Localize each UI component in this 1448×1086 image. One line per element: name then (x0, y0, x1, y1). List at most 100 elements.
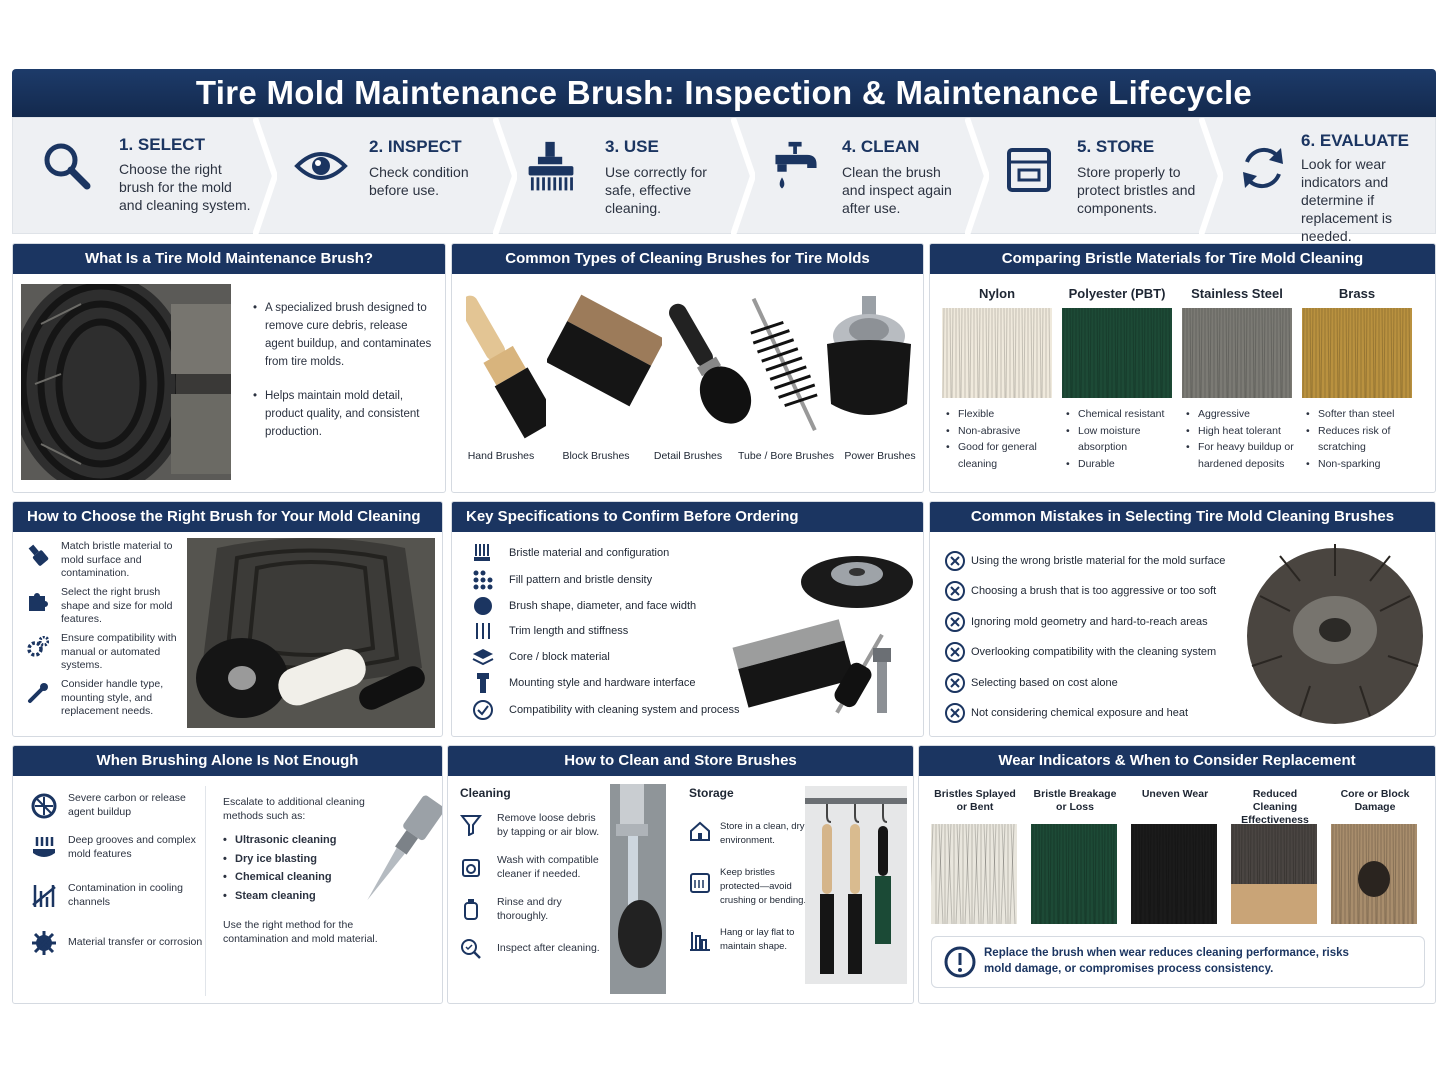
method-note: Use the right method for the contaminati… (223, 919, 378, 945)
not-enough-text: Deep grooves and complex mold features (68, 834, 196, 860)
storage-step: Keep bristles protected—avoid crushing o… (720, 867, 807, 906)
magnifier-icon (44, 143, 91, 190)
step-evaluate: 6. EVALUATE Look for wear indicators and… (1235, 118, 1425, 244)
bullet-text: Helps maintain mold detail, product qual… (253, 387, 438, 441)
panel-what-is: What Is a Tire Mold Maintenance Brush? A… (12, 243, 446, 493)
panel-heading: How to Choose the Right Brush for Your M… (13, 502, 442, 555)
panel-brushing-not-enough: When Brushing Alone Is Not Enough Severe… (12, 745, 443, 1004)
choose-text: Select the right brush shape and size fo… (61, 586, 173, 625)
circle-icon (474, 597, 492, 615)
spec-text: Fill pattern and bristle density (509, 574, 653, 586)
divider (205, 786, 206, 996)
material-point: Softer than steel (1306, 406, 1416, 423)
bristle-swatch (1302, 308, 1412, 398)
material-name: Brass (1338, 286, 1376, 301)
step-use: 3. USE Use correctly for safe, effective… (523, 118, 743, 235)
x-circle-icon (945, 673, 965, 693)
wear-label: Bristle Breakage or Loss (1033, 788, 1117, 813)
protect-icon (690, 873, 710, 893)
wear-sample-image (1131, 824, 1217, 924)
exclamation-icon (944, 946, 976, 978)
page-title: Tire Mold Maintenance Brush: Inspection … (12, 69, 1436, 117)
x-circle-icon (945, 551, 965, 571)
x-circle-icon (945, 642, 965, 662)
gears-icon (27, 636, 49, 657)
material-point: High heat tolerant (1186, 423, 1296, 440)
mold-brushes-image (187, 538, 435, 728)
method-item: Steam cleaning (223, 887, 363, 906)
not-enough-text: Contamination in cooling channels (68, 882, 183, 908)
cooling-icon (32, 884, 56, 907)
wear-label: Core or Block Damage (1340, 788, 1410, 813)
material-point: Durable (1066, 456, 1176, 473)
material-point: Reduces risk of scratching (1306, 423, 1416, 456)
method-item: Ultrasonic cleaning (223, 831, 363, 850)
brush-type-label: Power Brushes (844, 450, 916, 462)
block-brush-image (547, 294, 662, 407)
step-text: Choose the right brush for the mold and … (119, 161, 251, 213)
panel-choose-brush: How to Choose the Right Brush for Your M… (12, 501, 443, 737)
method-item: Chemical cleaning (223, 868, 363, 887)
wear-sample-image (1031, 824, 1117, 924)
tube-brush-image (750, 297, 818, 432)
cleaning-step: Inspect after cleaning. (497, 942, 600, 954)
lifecycle-steps: 1. SELECT Choose the right brush for the… (12, 117, 1436, 244)
mistake-text: Ignoring mold geometry and hard-to-reach… (971, 616, 1208, 628)
cleaning-step: Remove loose debris by tapping or air bl… (497, 812, 600, 838)
step-title: 1. SELECT (119, 135, 205, 154)
worn-wire-brush-image (1247, 544, 1423, 724)
mistake-text: Using the wrong bristle material for the… (971, 555, 1226, 567)
panel-heading: Common Mistakes in Selecting Tire Mold C… (930, 502, 1435, 532)
storage-step: Store in a clean, dry environment. (720, 821, 805, 846)
brush-icon (28, 544, 49, 566)
faucet-icon (775, 141, 817, 189)
carbon-icon (31, 793, 57, 818)
brush-type-label: Detail Brushes (653, 450, 723, 462)
panel-heading: Common Types of Cleaning Brushes for Tir… (452, 244, 923, 274)
detail-brush-image (669, 303, 752, 424)
step-text: Store properly to protect bristles and c… (1077, 164, 1196, 216)
step-title: 6. EVALUATE (1301, 131, 1409, 150)
spec-text: Core / block material (509, 651, 610, 663)
cleaning-step: Wash with compatible cleaner if needed. (497, 854, 599, 880)
lines-icon (476, 623, 490, 639)
material-name: Nylon (978, 286, 1016, 301)
chevron-right-icon (731, 118, 755, 235)
mistake-text: Not considering chemical exposure and he… (971, 707, 1189, 719)
step-text: Check condition before use. (369, 164, 469, 198)
check-circle-icon (473, 700, 493, 720)
panel-heading: How to Clean and Store Brushes (448, 746, 913, 776)
step-inspect: 2. INSPECT Check condition before use. (293, 118, 513, 235)
panel-specifications: Key Specifications to Confirm Before Ord… (451, 501, 924, 737)
step-title: 2. INSPECT (369, 137, 462, 156)
wear-sample-image (1331, 824, 1417, 924)
storage-title: Storage (689, 786, 734, 800)
step-select: 1. SELECT Choose the right brush for the… (39, 118, 269, 235)
material-point: Aggressive (1186, 406, 1296, 423)
spec-text: Brush shape, diameter, and face width (509, 600, 697, 612)
brush-tool-icon (528, 141, 574, 191)
wrench-icon (28, 683, 48, 703)
bristle-swatch (942, 308, 1052, 398)
not-enough-text: Material transfer or corrosion (68, 936, 203, 949)
step-title: 3. USE (605, 137, 659, 156)
material-name: Polyester (PBT) (1068, 286, 1166, 301)
wear-label: Uneven Wear (1141, 788, 1209, 800)
spec-text: Trim length and stiffness (509, 625, 629, 637)
chevron-right-icon (253, 118, 277, 235)
mold-photo-image (21, 284, 231, 480)
bristle-swatch (1182, 308, 1292, 398)
choose-text: Consider handle type, mounting style, an… (61, 678, 164, 717)
material-point: Flexible (946, 406, 1056, 423)
panel-common-mistakes: Common Mistakes in Selecting Tire Mold C… (929, 501, 1436, 737)
panel-wear-indicators: Wear Indicators & When to Consider Repla… (918, 745, 1436, 1004)
step-clean: 4. CLEAN Clean the brush and inspect aga… (768, 118, 978, 235)
hanging-brushes-image (805, 786, 907, 984)
x-circle-icon (945, 612, 965, 632)
chevron-right-icon (493, 118, 517, 235)
replacement-alert: Replace the brush when wear reduces clea… (931, 936, 1425, 988)
puzzle-icon (29, 593, 48, 611)
step-title: 5. STORE (1077, 137, 1155, 156)
panel-heading: Key Specifications to Confirm Before Ord… (452, 502, 923, 532)
material-point: Low moisture absorption (1066, 423, 1176, 456)
